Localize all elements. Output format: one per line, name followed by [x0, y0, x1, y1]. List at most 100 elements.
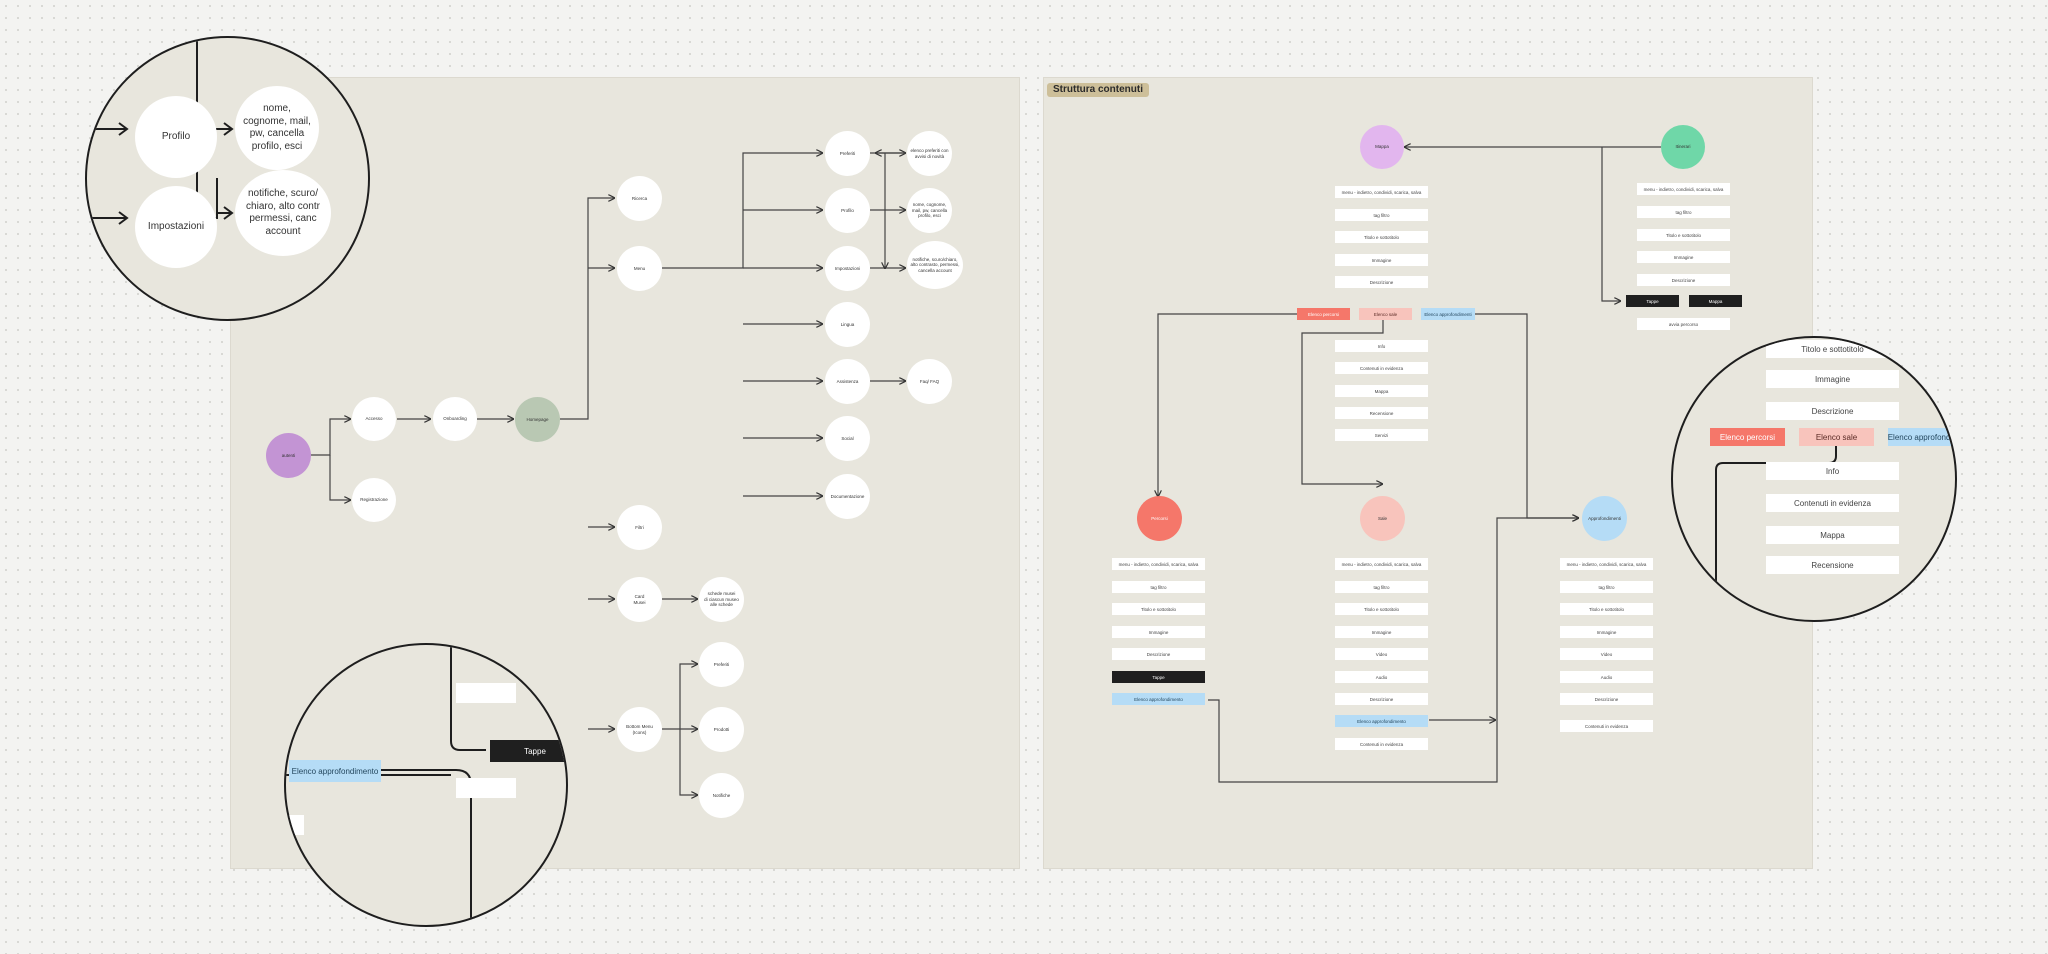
lens-elenco-approfondimenti: Elenco approfondime — [1888, 428, 1955, 446]
lens-info-field: Recensione — [1766, 556, 1899, 574]
sale-field: Video — [1335, 648, 1428, 660]
appro-field: Immagine — [1560, 626, 1653, 638]
lens-field: Descrizione — [1766, 402, 1899, 420]
sale-node[interactable]: Sale — [1360, 496, 1405, 541]
menu-item-preferiti[interactable]: Preferiti — [825, 131, 870, 176]
registrazione-node[interactable]: Registrazione — [352, 478, 396, 522]
zoom-lens-tappe: Tappe Elenco approfondimento — [284, 643, 568, 927]
lens-impostazioni-node: Impostazioni — [135, 186, 217, 268]
detail-preferiti[interactable]: elenco preferiti con avvisi di novità — [907, 131, 952, 176]
accesso-node[interactable]: Accesso — [352, 397, 396, 441]
appro-field: tag filtro — [1560, 581, 1653, 593]
mappa-field: tag filtro — [1335, 209, 1428, 221]
sale-elenco-link[interactable]: Elenco approfondimento — [1335, 715, 1428, 727]
zoom-lens-profilo: Profilo Impostazioni nome, cognome, mail… — [85, 36, 370, 321]
lens-info-field: Info — [1766, 462, 1899, 480]
lens-impostazioni-desc: notifiche, scuro/ chiaro, alto contr per… — [235, 170, 331, 256]
lens-elenco-link: Elenco approfondimento — [289, 760, 381, 782]
lens-info-field: Mappa — [1766, 526, 1899, 544]
itinerari-field: Titolo e sottotitolo — [1637, 229, 1730, 241]
lens-profilo-node: Profilo — [135, 96, 217, 178]
percorsi-field: Descrizione — [1112, 648, 1205, 660]
frame-title: Struttura contenuti — [1047, 83, 1149, 97]
sale-field: Contenuti in evidenza — [1335, 738, 1428, 750]
appro-field: Video — [1560, 648, 1653, 660]
menu-item-impostazioni[interactable]: Impostazioni — [825, 246, 870, 291]
mappa-field: Titolo e sottotitolo — [1335, 231, 1428, 243]
sale-field: tag filtro — [1335, 581, 1428, 593]
mappa-field: menu - indietro, condividi, scarica, sal… — [1335, 186, 1428, 198]
lens-profilo-desc: nome, cognome, mail, pw, cancella profil… — [235, 86, 319, 170]
mappa-node[interactable]: Mappa — [1360, 125, 1404, 169]
zoom-lens-content: Titolo e sottotitolo Immagine Descrizion… — [1671, 336, 1957, 622]
percorsi-field: Titolo e sottotitolo — [1112, 603, 1205, 615]
start-node[interactable]: autenti — [266, 433, 311, 478]
percorsi-tappe-button[interactable]: Tappe — [1112, 671, 1205, 683]
card-musei-node[interactable]: Card Musei — [617, 577, 662, 622]
mappa-info-field: Servizi — [1335, 429, 1428, 441]
mappa-field: Descrizione — [1335, 276, 1428, 288]
menu-item-profilo[interactable]: Profilo — [825, 188, 870, 233]
elenco-approfondimenti-link[interactable]: Elenco approfondimenti — [1421, 308, 1475, 320]
sale-field: Descrizione — [1335, 693, 1428, 705]
lens-field: Immagine — [1766, 370, 1899, 388]
bottom-menu-node[interactable]: Bottom Menu (Icons) — [617, 707, 662, 752]
lens-connectors — [87, 38, 234, 225]
mappa-info-field: Contenuti in evidenza — [1335, 362, 1428, 374]
sale-field: Titolo e sottotitolo — [1335, 603, 1428, 615]
percorsi-node[interactable]: Percorsi — [1137, 496, 1182, 541]
itinerari-field: Descrizione — [1637, 274, 1730, 286]
itinerari-tappe-button[interactable]: Tappe — [1626, 295, 1679, 307]
itinerari-node[interactable]: Itinerari — [1661, 125, 1705, 169]
lens-field — [456, 778, 516, 798]
lens-info-field: Contenuti in evidenza — [1766, 494, 1899, 512]
preferiti-bottom-node[interactable]: Preferiti — [699, 642, 744, 687]
percorsi-field: tag filtro — [1112, 581, 1205, 593]
appro-field: Descrizione — [1560, 693, 1653, 705]
avvia-percorso-field[interactable]: avvia percorso — [1637, 318, 1730, 330]
lens-field: Titolo e sottotitolo — [1766, 340, 1899, 358]
menu-item-social[interactable]: Social — [825, 416, 870, 461]
menu-item-assistenza[interactable]: Assistenza — [825, 359, 870, 404]
prodotti-node[interactable]: Prodotti — [699, 707, 744, 752]
mappa-info-field: Recensione — [1335, 407, 1428, 419]
lens-elenco-percorsi: Elenco percorsi — [1710, 428, 1785, 446]
menu-node[interactable]: Menu — [617, 246, 662, 291]
itinerari-field: Immagine — [1637, 251, 1730, 263]
appro-field: Titolo e sottotitolo — [1560, 603, 1653, 615]
sale-field: Immagine — [1335, 626, 1428, 638]
percorsi-elenco-link[interactable]: Elenco approfondimento — [1112, 693, 1205, 705]
elenco-percorsi-link[interactable]: Elenco percorsi — [1297, 308, 1350, 320]
approfondimenti-node[interactable]: Approfondimenti — [1582, 496, 1627, 541]
elenco-sale-link[interactable]: Elenco sale — [1359, 308, 1412, 320]
itinerari-mappa-button[interactable]: Mappa — [1689, 295, 1742, 307]
mappa-info-field: Mappa — [1335, 385, 1428, 397]
menu-item-lingua[interactable]: Lingua — [825, 302, 870, 347]
mappa-info-field: Info — [1335, 340, 1428, 352]
appro-field: Audio — [1560, 671, 1653, 683]
notifiche-node[interactable]: Notifiche — [699, 773, 744, 818]
appro-field: menu - indietro, condividi, scarica, sal… — [1560, 558, 1653, 570]
mappa-field: Immagine — [1335, 254, 1428, 266]
detail-profilo[interactable]: nome, cognome, mail, pw, cancella profil… — [907, 188, 952, 233]
onboarding-node[interactable]: Onboarding — [433, 397, 477, 441]
ricerca-node[interactable]: Ricerca — [617, 176, 662, 221]
sale-field: menu - indietro, condividi, scarica, sal… — [1335, 558, 1428, 570]
detail-impostazioni[interactable]: notifiche, scuro/chiaro, alto contrasto,… — [907, 241, 963, 289]
percorsi-field: menu - indietro, condividi, scarica, sal… — [1112, 558, 1205, 570]
itinerari-field: tag filtro — [1637, 206, 1730, 218]
menu-item-documentazione[interactable]: Documentazione — [825, 474, 870, 519]
percorsi-field: Immagine — [1112, 626, 1205, 638]
homepage-node[interactable]: Homepage — [515, 397, 560, 442]
schede-musei-node[interactable]: schede musei di ciascun museo alle sched… — [699, 577, 744, 622]
filtri-node[interactable]: Filtri — [617, 505, 662, 550]
lens-connectors — [286, 645, 486, 925]
lens-field — [456, 683, 516, 703]
itinerari-field: menu - indietro, condividi, scarica, sal… — [1637, 183, 1730, 195]
lens-elenco-sale: Elenco sale — [1799, 428, 1874, 446]
faq-node[interactable]: Faq/ FAQ — [907, 359, 952, 404]
lens-tappe-button: Tappe — [490, 740, 566, 762]
sale-field: Audio — [1335, 671, 1428, 683]
lens-field — [286, 815, 304, 835]
